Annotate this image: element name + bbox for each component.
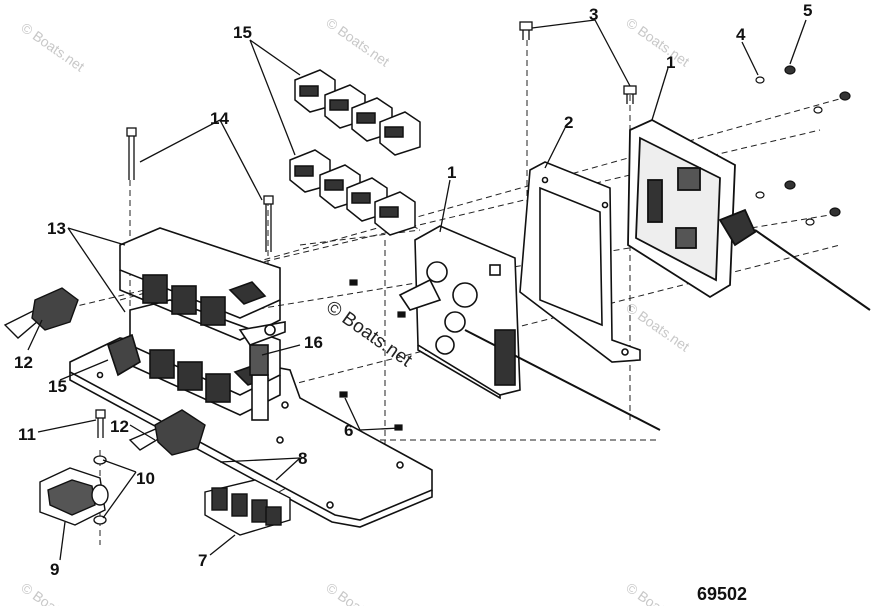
- long-bolts: [126, 127, 274, 252]
- callout-12-center: 12: [110, 417, 129, 436]
- watermark-main: © Boats.net: [322, 297, 416, 372]
- figure-number: 69502: [697, 584, 747, 604]
- connector-row-top: [294, 69, 421, 156]
- leader-lines: [27, 19, 807, 561]
- screw-and-washer: [93, 409, 107, 525]
- harness-plug-center: [128, 409, 206, 456]
- callout-3: 3: [589, 5, 598, 24]
- callout-9: 9: [50, 560, 59, 579]
- callout-15-top: 15: [233, 23, 252, 42]
- callout-12-left: 12: [14, 353, 33, 372]
- callout-10: 10: [136, 469, 155, 488]
- harness-plug-left: [3, 287, 79, 339]
- callout-1-module: 1: [666, 53, 675, 72]
- callout-5: 5: [803, 1, 812, 20]
- connector-row-bottom: [289, 149, 416, 236]
- callout-14: 14: [210, 109, 229, 128]
- callout-6: 6: [344, 421, 353, 440]
- small-screws: [339, 279, 406, 431]
- mounting-bolts: [519, 21, 637, 104]
- callout-2: 2: [564, 113, 573, 132]
- gasket-frame: [519, 161, 641, 363]
- watermark-faint: © Boats.net: [18, 579, 87, 606]
- callout-15-bottom: 15: [48, 377, 67, 396]
- watermark-faint: © Boats.net: [623, 14, 692, 69]
- callout-13: 13: [47, 219, 66, 238]
- relay-block: [204, 479, 291, 536]
- callout-16: 16: [304, 333, 323, 352]
- callout-11: 11: [18, 425, 36, 444]
- callout-1-bracket: 1: [447, 163, 456, 182]
- nuts-and-washers: [755, 65, 851, 226]
- callout-labels: 15 14 13 12 15 11 12 10 9 8 7 6 16 1 2 3…: [14, 1, 812, 579]
- bracket-plate: [398, 225, 661, 431]
- connector-assembly: [39, 467, 109, 526]
- callout-7: 7: [198, 551, 207, 570]
- watermark-faint: © Boats.net: [323, 14, 392, 69]
- watermark-faint: © Boats.net: [623, 579, 692, 606]
- watermark-faint: © Boats.net: [623, 299, 692, 354]
- callout-4: 4: [736, 25, 746, 44]
- callout-8: 8: [298, 449, 307, 468]
- control-module: [627, 118, 871, 311]
- lower-relay-box: [107, 299, 281, 421]
- upper-relay-box: [119, 227, 286, 346]
- watermark-faint: © Boats.net: [18, 19, 87, 74]
- watermark-faint: © Boats.net: [323, 579, 392, 606]
